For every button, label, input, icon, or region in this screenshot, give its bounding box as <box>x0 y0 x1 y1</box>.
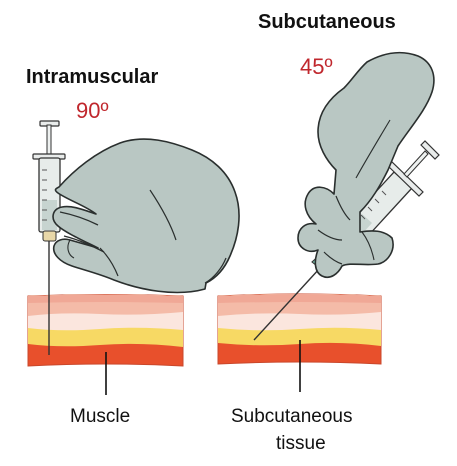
intramuscular-angle: 90º <box>76 98 109 123</box>
subcutaneous-title: Subcutaneous <box>258 11 396 33</box>
intramuscular-title: Intramuscular <box>26 66 158 88</box>
subcutaneous-tissue-label-line1: Subcutaneous <box>231 406 353 427</box>
subcutaneous-angle: 45º <box>300 54 333 79</box>
subcutaneous-tissue-label-line2: tissue <box>276 433 326 454</box>
intramuscular-gloved-hand <box>53 139 239 292</box>
muscle-label: Muscle <box>70 406 130 427</box>
